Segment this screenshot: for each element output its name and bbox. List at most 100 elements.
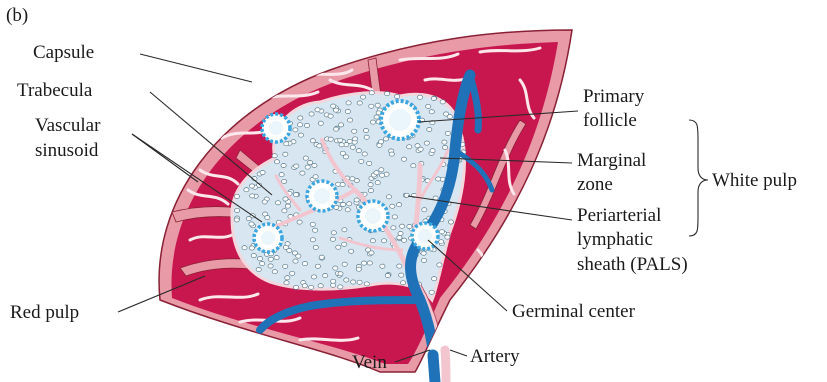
lymphocyte-dot — [385, 92, 390, 96]
lymphocyte-dot — [447, 115, 452, 119]
lymphocyte-dot — [309, 285, 314, 289]
lymphocyte-dot — [357, 280, 362, 284]
lymphocyte-dot — [367, 161, 372, 165]
lymphocyte-dot — [274, 160, 279, 164]
lymphocyte-dot — [362, 152, 367, 156]
lymphocyte-dot — [397, 203, 402, 207]
lymphocyte-dot — [361, 95, 366, 99]
lymphocyte-dot — [351, 280, 356, 284]
lymphocyte-dot — [336, 245, 341, 249]
lymphocyte-dot — [249, 222, 254, 226]
lymphocyte-dot — [265, 216, 270, 220]
lymphocyte-dot — [338, 138, 343, 142]
lymphocyte-dot — [364, 135, 369, 139]
lymphocyte-dot — [285, 204, 290, 208]
lymphocyte-dot — [421, 251, 426, 255]
lymphocyte-dot — [292, 251, 297, 255]
lymphocyte-dot — [333, 108, 338, 112]
lymphocyte-dot — [330, 237, 335, 241]
lymphocyte-dot — [429, 110, 434, 114]
label-germinal-center: Germinal center — [512, 301, 636, 322]
hilum-vessels — [433, 350, 446, 382]
lymphocyte-dot — [309, 112, 314, 116]
lymphocyte-dot — [368, 183, 373, 187]
label-pals-3: sheath (PALS) — [577, 254, 688, 275]
lymphocyte-dot — [279, 173, 284, 177]
label-white-pulp: White pulp — [712, 170, 797, 191]
lymphocyte-dot — [282, 209, 287, 213]
lymphocyte-dot — [262, 200, 267, 204]
lymphocyte-dot — [250, 194, 255, 198]
lymphocyte-dot — [297, 220, 302, 224]
lymphocyte-dot — [439, 240, 444, 244]
lymphocyte-dot — [430, 149, 435, 153]
lymphocyte-dot — [331, 283, 336, 287]
lymphocyte-dot — [334, 127, 339, 131]
lymphocyte-dot — [347, 202, 352, 206]
lymphocyte-dot — [281, 163, 286, 167]
lymphocyte-dot — [293, 128, 298, 132]
lymphocyte-dot — [439, 230, 444, 234]
lymphocyte-dot — [318, 121, 323, 125]
lymphocyte-dot — [235, 208, 240, 212]
lymphocyte-dot — [249, 246, 254, 250]
lymphocyte-dot — [319, 255, 324, 259]
lymphocyte-dot — [300, 171, 305, 175]
lymphocyte-dot — [431, 96, 436, 100]
lymphocyte-dot — [304, 123, 309, 127]
lymphocyte-dot — [283, 197, 288, 201]
lymphocyte-dot — [346, 101, 351, 105]
lymphocyte-dot — [401, 281, 406, 285]
lymphocyte-dot — [275, 201, 280, 205]
lymphocyte-dot — [437, 263, 442, 267]
lymphocyte-dot — [357, 101, 362, 105]
lymphocyte-dot — [445, 131, 450, 135]
follicle-2 — [262, 114, 290, 142]
label-trabecula: Trabecula — [17, 80, 93, 101]
lymphocyte-dot — [268, 264, 273, 268]
lymphocyte-dot — [383, 137, 388, 141]
lymphocyte-dot — [370, 120, 375, 124]
lymphocyte-dot — [353, 137, 358, 141]
lymphocyte-dot — [407, 145, 412, 149]
lymphocyte-dot — [298, 133, 303, 137]
lymphocyte-dot — [338, 272, 343, 276]
lymphocyte-dot — [352, 129, 357, 133]
lymphocyte-dot — [375, 181, 380, 185]
lymphocyte-dot — [283, 264, 288, 268]
lymphocyte-dot — [448, 220, 453, 224]
lymphocyte-dot — [395, 94, 400, 98]
lymphocyte-dot — [421, 258, 426, 262]
leader-artery — [450, 350, 467, 356]
follicle-5 — [254, 224, 282, 252]
lymphocyte-dot — [257, 257, 262, 261]
lymphocyte-dot — [432, 277, 437, 281]
lymphocyte-dot — [375, 103, 380, 107]
lymphocyte-dot — [242, 246, 247, 250]
lymphocyte-dot — [402, 238, 407, 242]
lymphocyte-dot — [397, 264, 402, 268]
spleen-section — [159, 30, 572, 382]
lymphocyte-dot — [287, 248, 292, 252]
lymphocyte-dot — [379, 168, 384, 172]
follicle-3 — [307, 181, 337, 211]
white-pulp-bracket — [689, 120, 708, 236]
label-vascular-1: Vascular — [35, 115, 101, 136]
lymphocyte-dot — [364, 282, 369, 286]
lymphocyte-dot — [442, 140, 447, 144]
lymphocyte-dot — [317, 144, 322, 148]
lymphocyte-dot — [283, 152, 288, 156]
lymphocyte-dot — [246, 217, 251, 221]
lymphocyte-dot — [397, 236, 402, 240]
lymphocyte-dot — [323, 274, 328, 278]
lymphocyte-dot — [424, 141, 429, 145]
label-capsule: Capsule — [33, 42, 94, 63]
lymphocyte-dot — [244, 188, 249, 192]
lymphocyte-dot — [436, 177, 441, 181]
lymphocyte-dot — [294, 285, 299, 289]
lymphocyte-dot — [359, 159, 364, 163]
lymphocyte-dot — [356, 267, 361, 271]
lymphocyte-dot — [310, 238, 315, 242]
lymphocyte-dot — [369, 91, 374, 95]
